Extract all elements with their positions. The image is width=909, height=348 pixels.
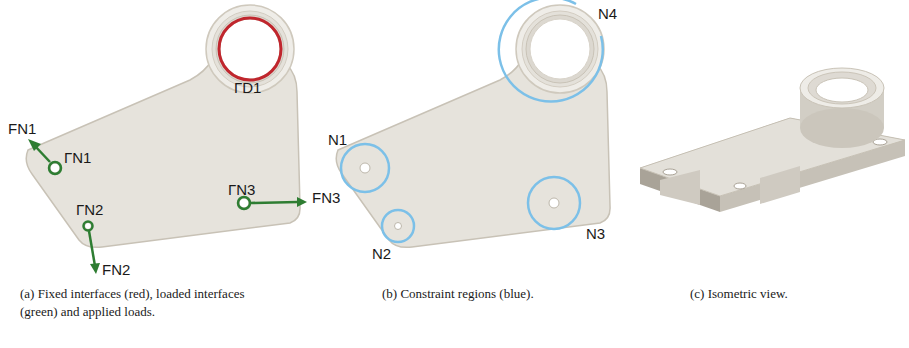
- load-label: FN1: [8, 121, 36, 138]
- region-label: N3: [586, 226, 605, 243]
- panel-caption: (c) Isometric view.: [690, 285, 870, 303]
- interface-label: ΓD1: [234, 80, 261, 97]
- region-label: N1: [328, 132, 347, 149]
- fixed-interface: [219, 18, 281, 80]
- load-label: FN2: [102, 262, 130, 279]
- panel-caption: (b) Constraint regions (blue).: [382, 285, 602, 303]
- isometric-part: [640, 68, 905, 212]
- interface-label: ΓN1: [64, 150, 91, 167]
- load-label: FN3: [312, 190, 340, 207]
- interface-label: ΓN2: [76, 202, 103, 219]
- panel-caption: (a) Fixed interfaces (red), loaded inter…: [20, 285, 282, 321]
- loaded-interface: [49, 162, 250, 231]
- bracket-plate: [26, 5, 300, 247]
- region-label: N4: [598, 6, 617, 23]
- bracket-plate: [336, 5, 610, 247]
- interface-label: ΓN3: [228, 182, 255, 199]
- load-arrow: [28, 139, 307, 274]
- constraint-region: [341, 0, 603, 242]
- region-label: N2: [372, 246, 391, 263]
